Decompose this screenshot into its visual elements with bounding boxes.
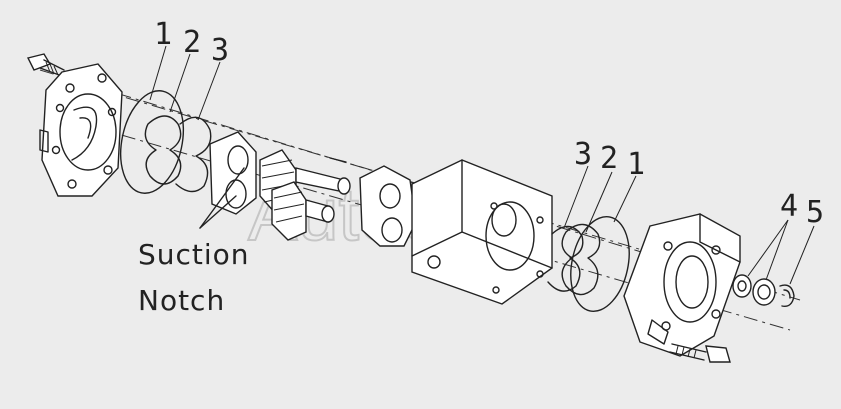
callout-2-right: 2 (600, 141, 618, 176)
callout-leaders-end (747, 219, 815, 285)
suction-notch-leaders (199, 167, 245, 229)
callout-4: 4 (780, 189, 798, 224)
callout-leaders-left (149, 45, 221, 121)
callout-leaders-right (563, 165, 637, 233)
shaft-seal (752, 278, 776, 306)
left-end-cover (39, 63, 123, 197)
callout-3-right: 3 (574, 137, 592, 172)
right-bushing-block (359, 165, 417, 247)
callout-3-left: 3 (211, 33, 229, 68)
suction-label: Suction (138, 238, 250, 271)
callout-5: 5 (806, 195, 824, 230)
left-figure-eight-seal (144, 115, 182, 185)
left-backup-ring (175, 116, 212, 193)
left-cap-screw (26, 53, 65, 77)
right-cap-screw (669, 343, 731, 363)
right-o-ring (570, 215, 630, 313)
callout-1-right: 1 (627, 147, 645, 182)
snap-ring (779, 284, 795, 307)
callout-2-left: 2 (183, 25, 201, 60)
notch-label: Notch (138, 284, 225, 317)
driven-gear-shaft (271, 181, 335, 241)
right-flange-cover (623, 213, 741, 357)
pump-body (411, 159, 553, 305)
right-backup-ring (547, 225, 584, 292)
washer (732, 274, 752, 298)
left-bushing-block (209, 131, 257, 215)
left-o-ring (120, 90, 184, 194)
callout-1-left: 1 (154, 17, 172, 52)
